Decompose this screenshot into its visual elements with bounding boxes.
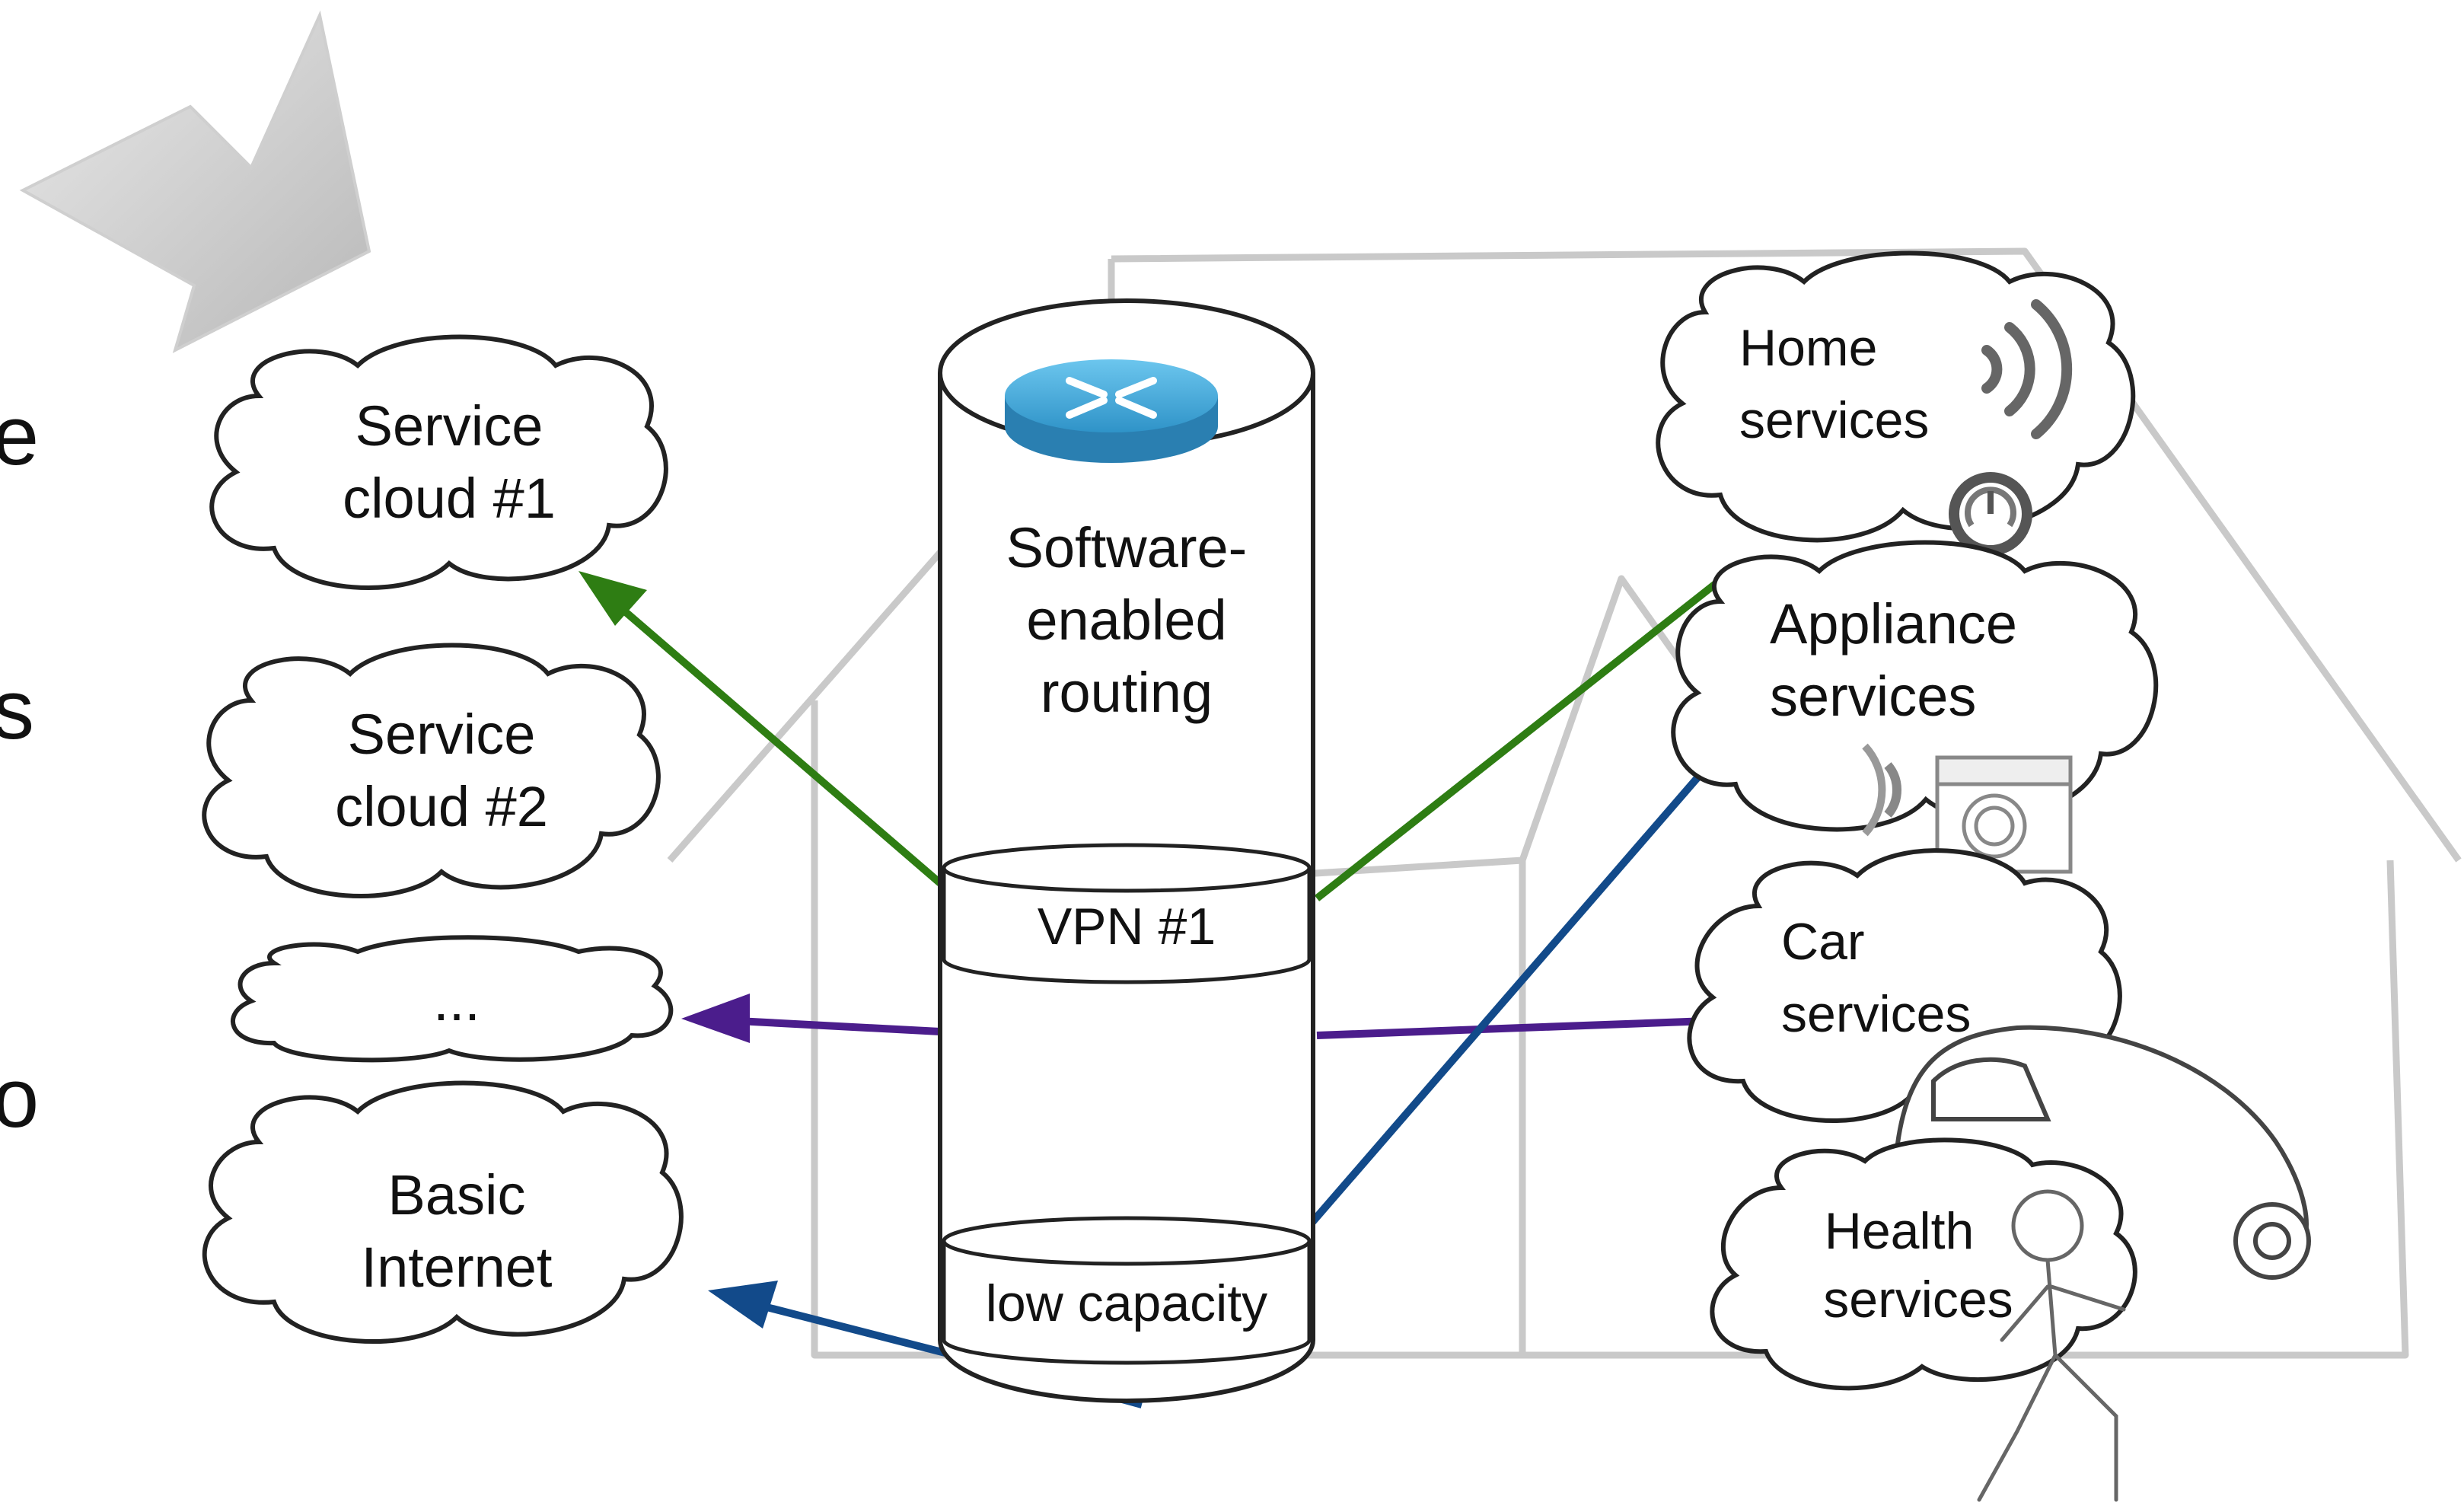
cloud-appliance-services: Appliance services xyxy=(1671,540,2159,832)
gauge-icon xyxy=(1949,472,2032,556)
health-line1: Health xyxy=(1825,1202,1975,1260)
blue-link-appliance xyxy=(1306,766,1708,1229)
edge-text-2: s xyxy=(0,663,34,757)
car-line1: Car xyxy=(1781,913,1865,971)
person-icon xyxy=(1977,1189,2126,1502)
router-title-line3: routing xyxy=(1041,661,1213,724)
health-line2: services xyxy=(1823,1271,2013,1329)
cloud2-line2: cloud #2 xyxy=(335,775,548,838)
car-line2: services xyxy=(1781,985,1971,1043)
green-arrowhead xyxy=(579,571,647,626)
wifi-icon xyxy=(1981,299,2073,439)
router-cylinder xyxy=(938,298,1315,1403)
appliance-line1: Appliance xyxy=(1770,592,2017,656)
arrow-icon xyxy=(19,10,371,353)
cloud-service-2: Service cloud #2 xyxy=(202,643,661,898)
cloud1-line1: Service xyxy=(355,394,543,458)
edge-text-3: o xyxy=(0,1051,39,1145)
internet-line1: Basic xyxy=(388,1163,526,1227)
router-icon xyxy=(1005,359,1218,463)
low-capacity-label: low capacity xyxy=(986,1274,1267,1332)
cloud-health-services: Health services xyxy=(1710,1137,2137,1391)
purple-link-car xyxy=(1316,1016,1729,1039)
router-title-line2: enabled xyxy=(1026,589,1226,652)
cloud-service-1: Service cloud #1 xyxy=(209,334,668,590)
internet-line2: Internet xyxy=(362,1236,553,1299)
blue-arrowhead xyxy=(708,1281,778,1329)
router-title-line1: Software- xyxy=(1006,516,1248,579)
green-link-cloud1 xyxy=(606,595,943,886)
home-line2: services xyxy=(1739,391,1929,449)
cloud-more: ... xyxy=(231,935,674,1063)
cloud2-line1: Service xyxy=(348,703,536,766)
car-icon xyxy=(1892,1025,2311,1280)
cloud1-line2: cloud #1 xyxy=(343,467,556,530)
cloud-basic-internet: Basic Internet xyxy=(202,1080,684,1344)
appliance-line2: services xyxy=(1770,665,1976,728)
vpn-label: VPN #1 xyxy=(1038,898,1216,955)
purple-arrowhead xyxy=(681,994,750,1043)
purple-link-more xyxy=(722,1016,941,1035)
edge-text-1: e xyxy=(0,389,39,483)
green-link-home xyxy=(1314,568,1735,901)
cloud-more-label: ... xyxy=(433,969,480,1032)
home-line1: Home xyxy=(1739,319,1877,377)
